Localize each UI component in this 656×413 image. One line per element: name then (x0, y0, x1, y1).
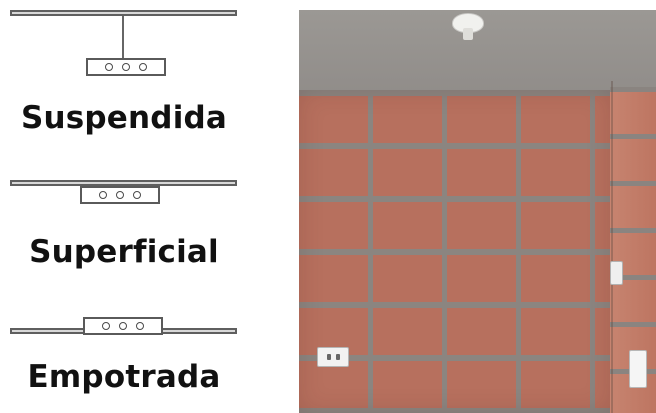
wall-corner (611, 81, 613, 413)
light-hole-icon (136, 322, 144, 330)
ceiling-line (10, 10, 237, 16)
light-fixture-icon (83, 317, 163, 335)
wall-outlet-icon (317, 347, 349, 367)
light-hole-icon (102, 322, 110, 330)
light-fixture-icon (80, 186, 160, 204)
light-switch-icon (629, 350, 647, 388)
brick-wall (299, 90, 611, 413)
light-hole-icon (105, 63, 113, 71)
room-photo (299, 10, 656, 413)
ceiling-light-socket-icon (452, 13, 484, 40)
light-hole-icon (116, 191, 124, 199)
light-fixture-icon (86, 58, 166, 76)
recessed-label: Empotrada (27, 359, 221, 395)
light-hole-icon (122, 63, 130, 71)
suspended-diagram (0, 10, 260, 100)
wall-device-icon (610, 261, 623, 285)
installation-type-diagrams: Suspendida Superficial Empotrada (0, 0, 280, 413)
surface-label: Superficial (29, 234, 219, 270)
suspended-label: Suspendida (20, 100, 228, 136)
light-hole-icon (119, 322, 127, 330)
light-hole-icon (99, 191, 107, 199)
surface-diagram (0, 180, 260, 270)
ceiling-line (10, 180, 237, 186)
light-hole-icon (139, 63, 147, 71)
recessed-diagram (0, 317, 260, 407)
suspension-rod (122, 16, 124, 59)
light-hole-icon (133, 191, 141, 199)
